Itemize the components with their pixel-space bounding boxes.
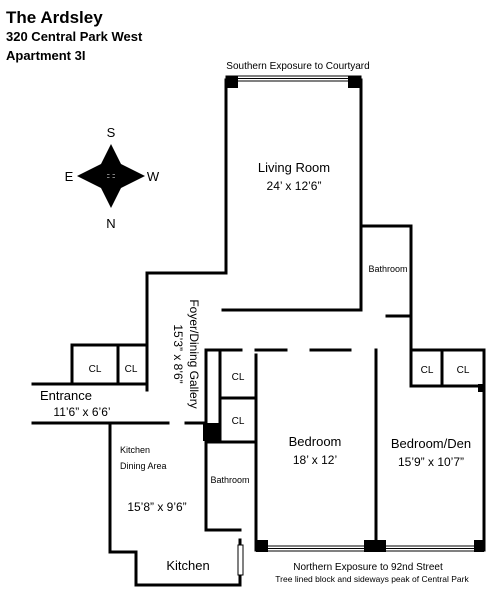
compass-east-label: E	[65, 169, 74, 184]
living-room-dims: 24’ x 12’6”	[267, 179, 322, 193]
closet-label: CL	[232, 416, 245, 427]
building-name: The Ardsley	[6, 8, 103, 27]
closet-label: CL	[89, 364, 102, 375]
compass-west-label: W	[147, 169, 160, 184]
columns	[203, 76, 484, 552]
building-address: 320 Central Park West	[6, 29, 143, 44]
northern-exposure-label: Northern Exposure to 92nd Street	[293, 562, 443, 573]
kitchen-dining-dims: 15’8” x 9’6”	[127, 500, 186, 514]
windows	[225, 75, 485, 576]
closet-label: CL	[125, 364, 138, 375]
kitchen-dining-label-2: Dining Area	[120, 461, 167, 471]
foyer-label: Foyer/Dining Gallery	[187, 299, 201, 408]
kitchen-label: Kitchen	[166, 558, 209, 573]
southern-exposure-label: Southern Exposure to Courtyard	[226, 61, 369, 72]
closet-label: CL	[457, 365, 470, 376]
bedroom-den-label: Bedroom/Den	[391, 436, 471, 451]
closet-label: CL	[421, 365, 434, 376]
foyer-label-group: Foyer/Dining Gallery	[187, 299, 201, 408]
compass-north-label: N	[106, 216, 115, 231]
northern-exposure-note: Tree lined block and sideways peak of Ce…	[275, 574, 469, 584]
closet-label: CL	[232, 372, 245, 383]
bathroom-top-label: Bathroom	[368, 264, 407, 274]
apartment-number: Apartment 3I	[6, 48, 86, 63]
walls	[31, 78, 486, 587]
bedroom-dims: 18’ x 12’	[293, 453, 337, 467]
kitchen-dining-label-1: Kitchen	[120, 445, 150, 455]
entrance-dims: 11’6” x 6’6’	[53, 405, 110, 419]
foyer-dims-group: 15’3” x 8’6”	[171, 324, 185, 383]
compass-south-label: S	[107, 125, 116, 140]
entrance-label: Entrance	[40, 388, 92, 403]
compass: S N E W	[65, 125, 160, 231]
bedroom-label: Bedroom	[289, 434, 342, 449]
bedroom-den-dims: 15’9” x 10’7”	[398, 455, 464, 469]
foyer-dims: 15’3” x 8’6”	[171, 324, 185, 383]
bathroom-mid-label: Bathroom	[210, 475, 249, 485]
listing-header: The Ardsley 320 Central Park West Apartm…	[6, 8, 142, 65]
living-room-label: Living Room	[258, 160, 330, 175]
